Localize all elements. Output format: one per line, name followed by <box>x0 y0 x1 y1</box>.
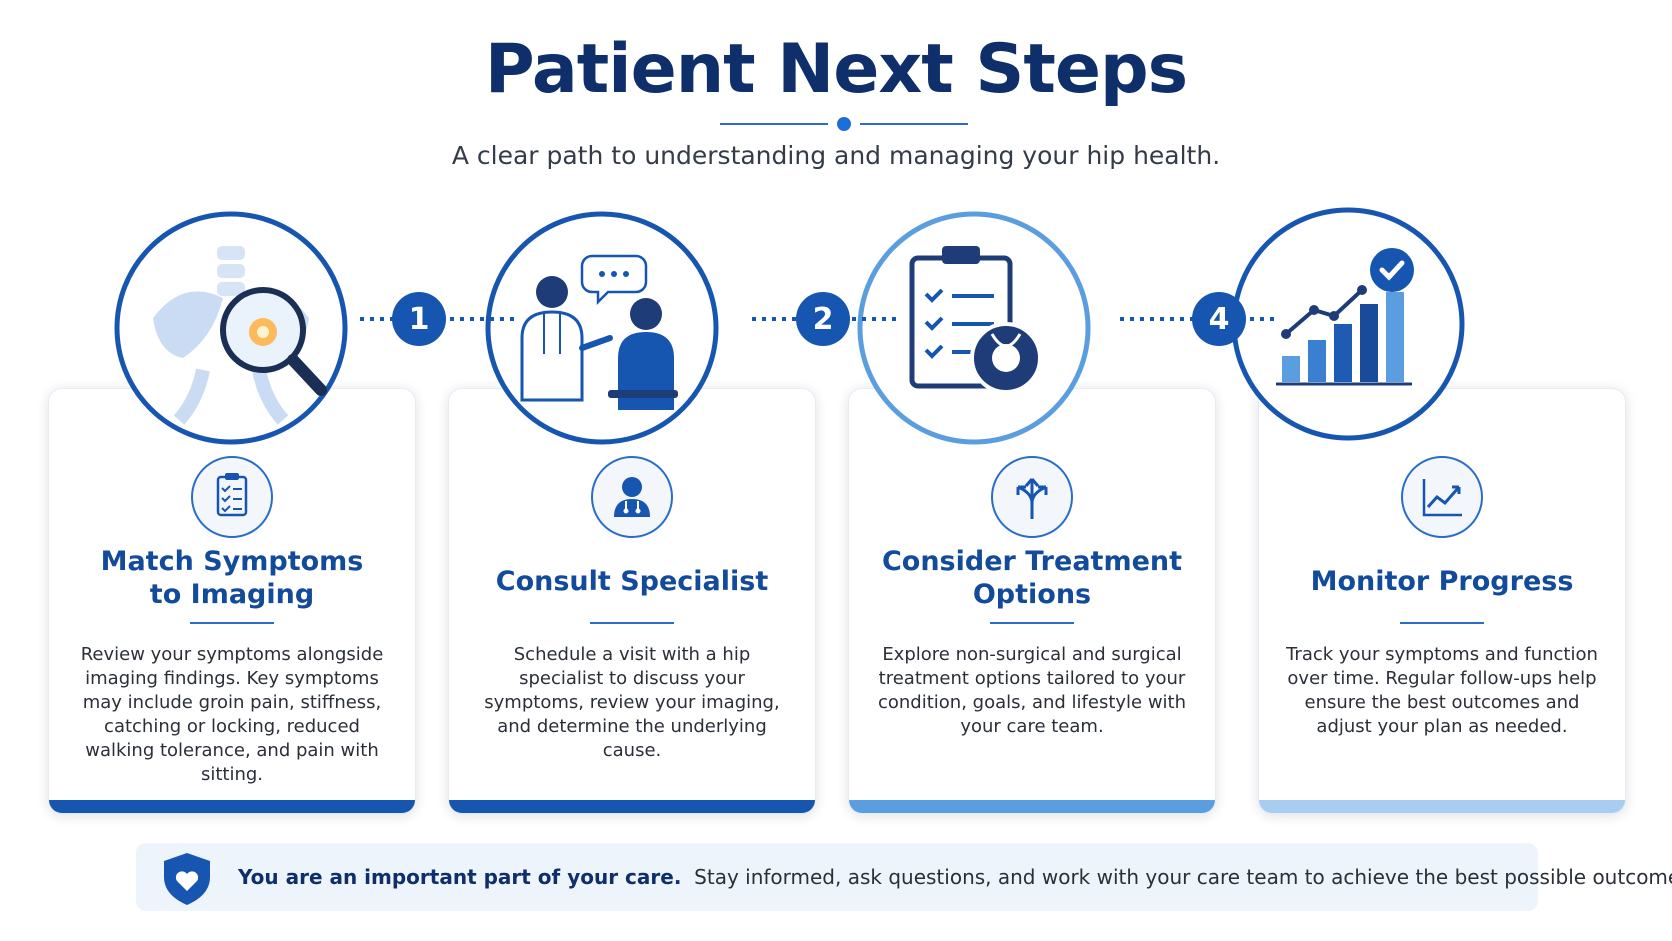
clipboard-checklist-icon <box>191 456 273 538</box>
step-description: Schedule a visit with a hip specialist t… <box>484 644 780 761</box>
page-subtitle: A clear path to understanding and managi… <box>451 141 1221 170</box>
step-badge-1: 1 <box>392 292 446 346</box>
step-description: Explore non-surgical and surgical treatm… <box>877 644 1187 737</box>
step-card-consult-specialist: Consult Specialist Schedule a visit with… <box>448 388 816 814</box>
care-reminder-banner: You are an important part of your care. … <box>136 843 1672 911</box>
step-card-monitor-progress: Monitor Progress Track your symptoms and… <box>1258 388 1626 814</box>
step-card-match-symptoms: Match Symptoms to Imaging Review your sy… <box>48 388 416 814</box>
card-accent-bar <box>849 800 1215 813</box>
hip-xray-magnifier-illustration <box>114 211 348 445</box>
step-description: Review your symptoms alongside imaging f… <box>80 644 384 785</box>
banner-message: You are an important part of your care. … <box>238 843 1672 911</box>
banner-bold-text: You are an important part of your care. <box>238 865 682 889</box>
progress-growth-chart-illustration <box>1231 207 1465 441</box>
step-card-consider-treatment: Consider Treatment Options Explore non-s… <box>848 388 1216 814</box>
step-badge-2: 2 <box>796 292 850 346</box>
heading-underline <box>190 622 274 624</box>
card-accent-bar <box>49 800 415 813</box>
card-accent-bar <box>1259 800 1625 813</box>
doctor-patient-consultation-illustration <box>485 211 719 445</box>
heading-underline <box>990 622 1074 624</box>
heading-underline <box>1400 622 1484 624</box>
treatment-clipboard-illustration <box>857 211 1091 445</box>
step-heading: Match Symptoms to Imaging <box>100 546 364 610</box>
step-heading: Consult Specialist <box>495 566 769 597</box>
step-heading: Consider Treatment Options <box>881 546 1183 610</box>
doctor-icon <box>591 456 673 538</box>
shield-heart-icon <box>164 853 210 905</box>
card-accent-bar <box>449 800 815 813</box>
title-divider <box>720 117 968 131</box>
connector-dots <box>1120 317 1278 321</box>
step-description: Track your symptoms and function over ti… <box>1286 644 1598 737</box>
branching-arrows-icon <box>991 456 1073 538</box>
page-title: Patient Next Steps <box>484 30 1188 109</box>
step-badge-4: 4 <box>1192 292 1246 346</box>
trend-chart-icon <box>1401 456 1483 538</box>
step-heading: Monitor Progress <box>1310 566 1574 597</box>
heading-underline <box>590 622 674 624</box>
banner-text: Stay informed, ask questions, and work w… <box>694 865 1672 889</box>
